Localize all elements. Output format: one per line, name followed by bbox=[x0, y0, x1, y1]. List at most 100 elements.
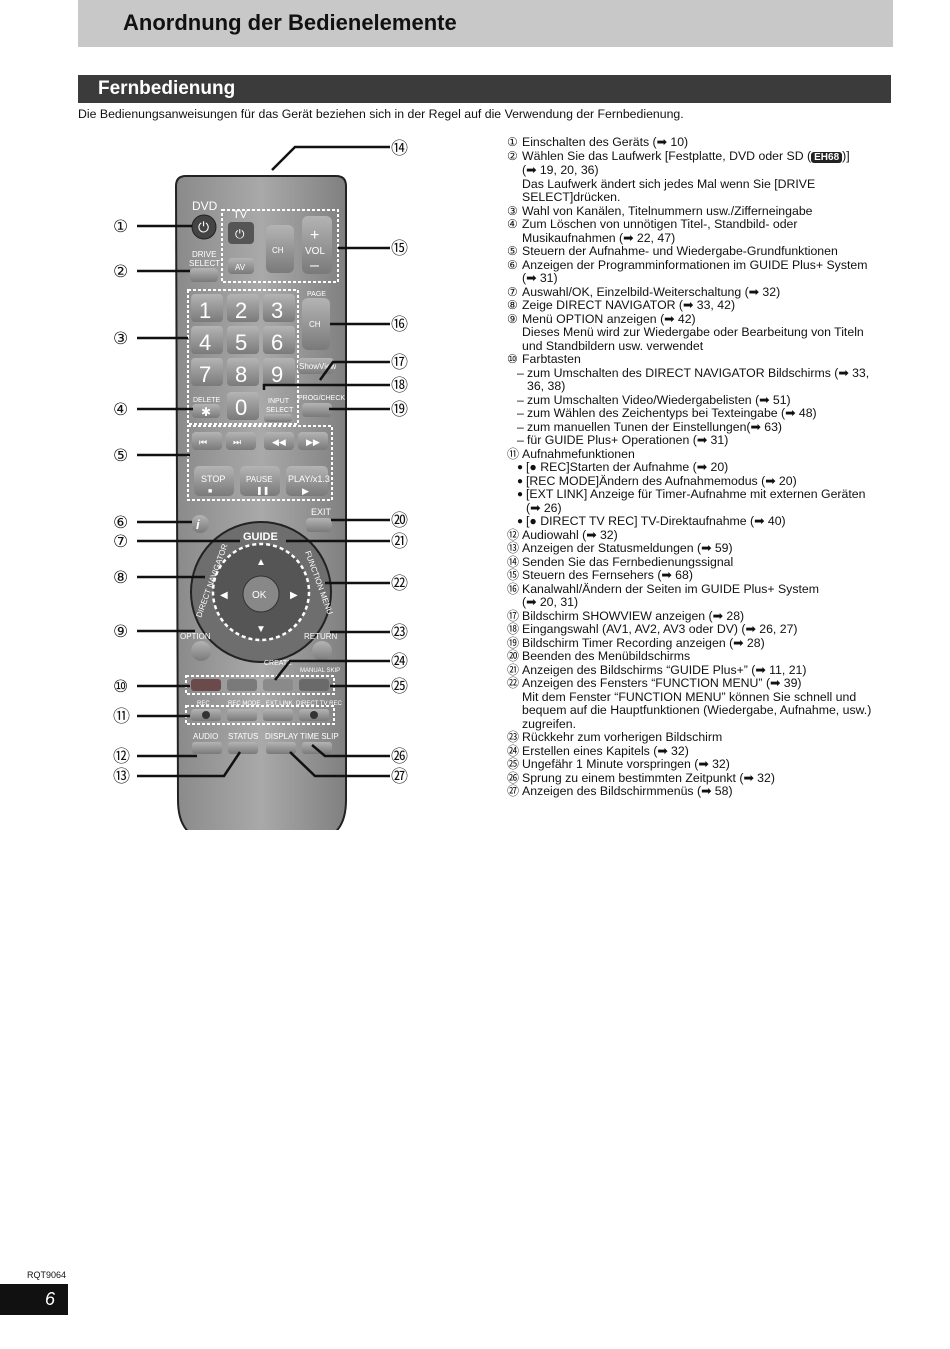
callout-21: ㉑ bbox=[391, 532, 408, 551]
info-button bbox=[191, 515, 209, 533]
callout-10: ⑩ bbox=[113, 677, 128, 696]
stop-icon: ■ bbox=[208, 488, 212, 495]
manual-skip-label: MANUAL SKIP bbox=[300, 668, 340, 674]
play-label: PLAY/x1.3 bbox=[288, 474, 330, 484]
callout-leader-lines bbox=[137, 145, 390, 778]
direct-tv-rec-dot-icon bbox=[310, 711, 318, 719]
callout-6: ⑥ bbox=[113, 513, 128, 532]
legend-sub-10-2: –zum Umschalten Video/Wiedergabelisten (… bbox=[517, 392, 791, 407]
callout-26: ㉖ bbox=[391, 747, 408, 766]
tv-power-button bbox=[228, 222, 254, 244]
direct-tv-rec-label: DIRECT TV REC bbox=[296, 701, 342, 707]
input-select-label-2: SELECT bbox=[266, 407, 294, 414]
intro-text: Die Bedienungsanweisungen für das Gerät … bbox=[78, 107, 684, 121]
play-button bbox=[286, 466, 328, 496]
callout-9: ⑨ bbox=[113, 622, 128, 641]
option-label: OPTION bbox=[180, 632, 211, 641]
callout-1: ① bbox=[113, 217, 128, 236]
ch-label: CH bbox=[309, 320, 321, 329]
title-bar: Anordnung der Bedienelemente bbox=[78, 0, 893, 47]
legend-item-16: ⑯ Kanalwahl/Ändern der Seiten im GUIDE P… bbox=[507, 581, 819, 609]
return-button bbox=[312, 641, 332, 661]
down-arrow-icon: ▼ bbox=[256, 624, 266, 635]
play-icon: ▶ bbox=[302, 486, 309, 496]
skip-forward-button bbox=[226, 432, 256, 450]
rewind-icon: ◀◀ bbox=[272, 437, 286, 447]
callout-3: ③ bbox=[113, 329, 128, 348]
vol-plus-icon: + bbox=[310, 227, 319, 244]
callout-23: ㉓ bbox=[391, 623, 408, 642]
ext-link-label: EXT LINK bbox=[266, 701, 293, 707]
callout-7: ⑦ bbox=[113, 532, 128, 551]
up-arrow-icon: ▲ bbox=[256, 557, 266, 568]
legend-sub-10-4: –zum manuellen Tunen der Einstellungen(➡… bbox=[517, 419, 783, 434]
document-code: RQT9064 bbox=[27, 1270, 67, 1280]
fast-forward-icon: ▶▶ bbox=[306, 437, 320, 447]
callout-13: ⑬ bbox=[113, 767, 130, 786]
callout-24: ㉔ bbox=[391, 652, 408, 671]
drive-select-button bbox=[190, 268, 218, 282]
skip-back-icon: ⏮ bbox=[199, 437, 207, 447]
tv-ch-label: CH bbox=[272, 246, 284, 255]
key-6: 6 bbox=[271, 330, 283, 355]
vol-minus-icon: – bbox=[310, 257, 319, 274]
callout-25: ㉕ bbox=[391, 677, 408, 696]
legend-item-4: ④ Zum Löschen von unnötigen Titel-, Stan… bbox=[507, 217, 798, 245]
page-label: PAGE bbox=[307, 291, 326, 298]
pause-label: PAUSE bbox=[246, 475, 273, 484]
eh68-badge: EH68 bbox=[811, 151, 843, 163]
key-1: 1 bbox=[199, 298, 211, 323]
keypad-frame bbox=[187, 289, 299, 425]
fast-forward-button bbox=[298, 432, 328, 450]
key-2: 2 bbox=[235, 298, 247, 323]
audio-button bbox=[192, 742, 222, 754]
ch-page-rocker bbox=[302, 298, 330, 350]
section-bar: Fernbedienung bbox=[78, 75, 891, 103]
key-7: 7 bbox=[199, 362, 211, 387]
input-select-button bbox=[264, 414, 292, 422]
dvd-label: DVD bbox=[192, 199, 218, 213]
key-4: 4 bbox=[199, 330, 211, 355]
vol-label: VOL bbox=[305, 246, 325, 257]
callout-22: ㉒ bbox=[391, 574, 408, 593]
legend-sub-10-5: –für GUIDE Plus+ Operationen (➡ 31) bbox=[517, 433, 729, 447]
input-select-label-1: INPUT bbox=[268, 398, 290, 405]
callout-14: ⑭ bbox=[391, 139, 408, 158]
legend-item-22: ㉒ Anzeigen des Fensters “FUNCTION MENU” … bbox=[507, 676, 872, 731]
power-icon: ⏻ bbox=[198, 219, 209, 235]
page-title: Anordnung der Bedienelemente bbox=[123, 10, 457, 35]
callout-12: ⑫ bbox=[113, 747, 130, 766]
page-number: 6 bbox=[45, 1289, 56, 1309]
ext-link-button bbox=[263, 709, 293, 721]
create-chapter-label: CREATE bbox=[264, 660, 292, 667]
right-arrow-icon: ▶ bbox=[290, 590, 298, 601]
tv-power-icon: ⏻ bbox=[235, 227, 245, 241]
pause-icon: ❚❚ bbox=[256, 486, 269, 495]
callout-2: ② bbox=[113, 262, 128, 281]
ok-label: OK bbox=[252, 590, 267, 601]
legend-item-9: ⑨ Menü OPTION anzeigen (➡ 42)Dieses Menü… bbox=[507, 311, 864, 353]
yellow-button bbox=[263, 679, 293, 691]
return-label: RETURN bbox=[304, 632, 338, 641]
callout-18: ⑱ bbox=[391, 376, 408, 395]
vol-rocker bbox=[302, 216, 332, 274]
callout-5: ⑤ bbox=[113, 446, 128, 465]
legend-item-2: ② Wählen Sie das Laufwerk [Festplatte, D… bbox=[507, 148, 850, 204]
red-button bbox=[191, 679, 221, 691]
callout-8: ⑧ bbox=[113, 568, 128, 587]
option-button bbox=[191, 641, 211, 661]
